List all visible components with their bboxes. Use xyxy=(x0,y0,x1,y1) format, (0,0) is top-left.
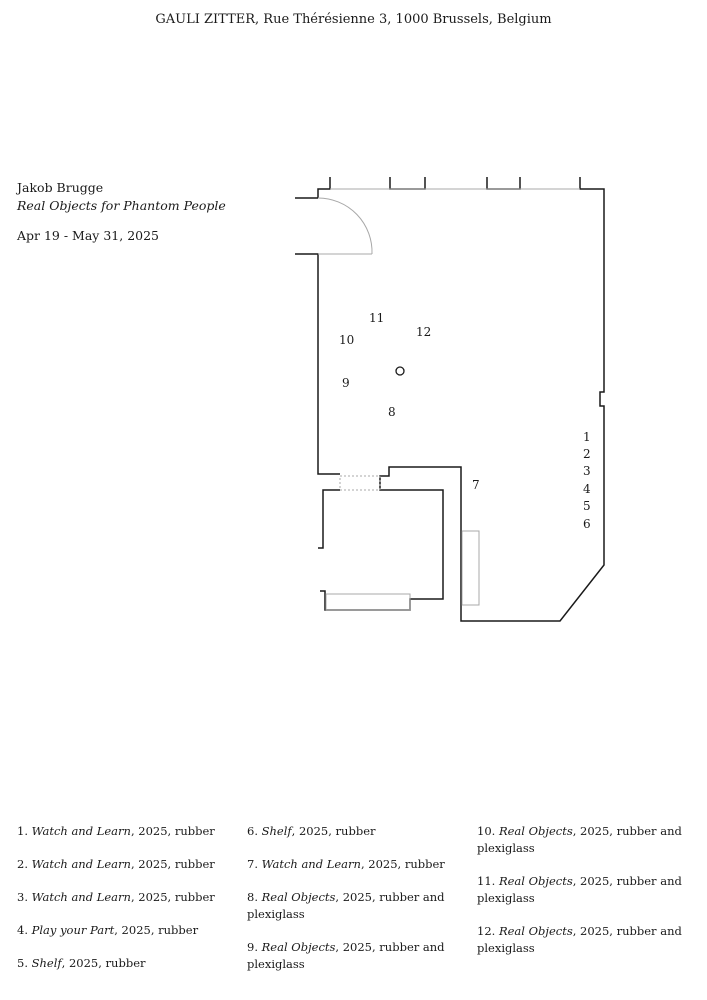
map-label-4: 4 xyxy=(583,482,591,496)
list-item: 3. Watch and Learn, 2025, rubber xyxy=(17,890,215,904)
list-item: 1. Watch and Learn, 2025, rubber xyxy=(17,824,215,838)
artist-name: Jakob Brugge xyxy=(17,180,104,195)
column-marker xyxy=(395,366,405,376)
list-item: 9. Real Objects, 2025, rubber and plexig… xyxy=(247,940,445,971)
map-label-12: 12 xyxy=(416,325,431,339)
gallery-address-header: GAULI ZITTER, Rue Thérésienne 3, 1000 Br… xyxy=(155,12,552,27)
map-label-9: 9 xyxy=(342,376,350,390)
map-label-3: 3 xyxy=(583,464,591,478)
door-swing xyxy=(317,197,373,255)
window-recess-2 xyxy=(486,177,521,190)
list-item: 2. Watch and Learn, 2025, rubber xyxy=(17,857,215,871)
map-label-6: 6 xyxy=(583,517,591,531)
threshold xyxy=(339,475,381,491)
map-label-5: 5 xyxy=(583,499,591,513)
list-item: 6. Shelf, 2025, rubber xyxy=(247,824,376,838)
map-label-10: 10 xyxy=(339,333,354,347)
north-wall xyxy=(317,177,331,198)
map-label-1: 1 xyxy=(583,430,591,444)
exhibition-info: Jakob Brugge Real Objects for Phantom Pe… xyxy=(17,179,226,245)
west-wall-lower xyxy=(318,489,340,549)
map-label-7: 7 xyxy=(472,478,480,492)
list-item: 8. Real Objects, 2025, rubber and plexig… xyxy=(247,890,445,921)
map-label-8: 8 xyxy=(388,405,396,419)
list-item: 11. Real Objects, 2025, rubber and plexi… xyxy=(477,874,682,905)
bench xyxy=(325,593,411,611)
window-recess-1 xyxy=(389,177,426,190)
list-item: 10. Real Objects, 2025, rubber and plexi… xyxy=(477,824,682,855)
exhibition-title: Real Objects for Phantom People xyxy=(17,198,226,213)
list-item: 5. Shelf, 2025, rubber xyxy=(17,956,146,970)
plinth xyxy=(461,530,480,606)
list-item: 12. Real Objects, 2025, rubber and plexi… xyxy=(477,924,682,955)
map-label-2: 2 xyxy=(583,447,591,461)
west-wall-upper xyxy=(295,197,340,475)
list-item: 4. Play your Part, 2025, rubber xyxy=(17,923,199,937)
list-item: 7. Watch and Learn, 2025, rubber xyxy=(247,857,445,871)
exhibition-dates: Apr 19 - May 31, 2025 xyxy=(17,228,160,243)
map-label-11: 11 xyxy=(369,311,384,325)
